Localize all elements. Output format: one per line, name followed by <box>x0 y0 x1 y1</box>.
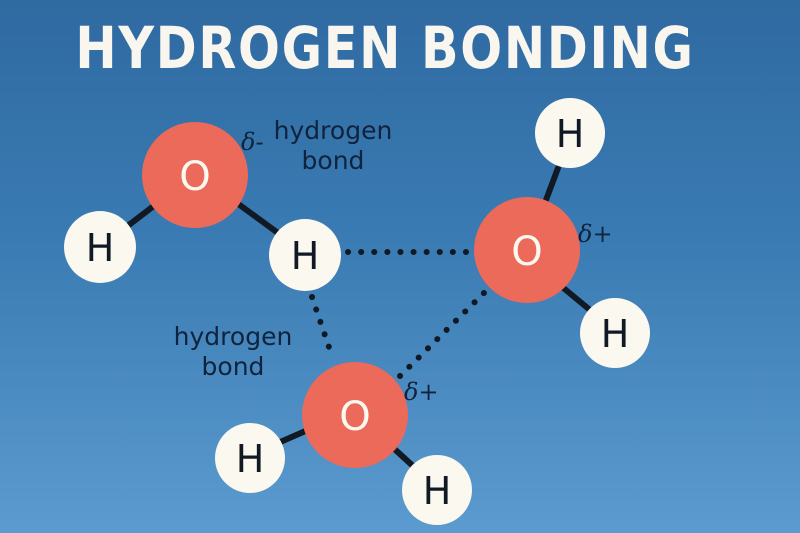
label-line: hydrogen <box>273 116 393 145</box>
svg-text:O: O <box>339 394 370 440</box>
hydrogen-atom <box>580 298 650 368</box>
partial-charge-positive: δ+ <box>404 378 439 406</box>
oxygen-atom <box>142 122 248 228</box>
hydrogen-bond-label-left: hydrogen bond <box>168 322 298 382</box>
svg-text:H: H <box>601 312 630 356</box>
hydrogen-bond-3 <box>397 284 493 379</box>
svg-text:H: H <box>423 469 452 513</box>
hydrogen-atom <box>402 455 472 525</box>
water-molecule-2: O H H <box>474 98 650 368</box>
partial-charge-negative: δ- <box>241 128 264 156</box>
svg-text:H: H <box>86 226 115 270</box>
water-molecule-3: O H H <box>215 362 472 525</box>
hydrogen-atom <box>269 219 341 291</box>
hydrogen-atom <box>64 211 136 283</box>
hydrogen-bond-label-top: hydrogen bond <box>268 116 398 176</box>
page-title: HYDROGEN BONDING <box>75 14 695 82</box>
water-molecule-1: O H H <box>64 122 341 291</box>
oxygen-atom <box>302 362 408 468</box>
hydrogen-bond-2 <box>309 294 335 359</box>
hydrogen-atom <box>215 423 285 493</box>
oxygen-atom <box>474 197 580 303</box>
label-line: bond <box>301 146 365 175</box>
hydrogen-bond-lines <box>309 249 493 379</box>
label-line: hydrogen <box>173 322 293 351</box>
hydrogen-atom <box>535 98 605 168</box>
svg-text:H: H <box>236 437 265 481</box>
svg-text:H: H <box>556 112 585 156</box>
partial-charge-positive: δ+ <box>578 220 613 248</box>
svg-text:O: O <box>511 229 542 275</box>
svg-text:O: O <box>179 154 210 200</box>
svg-text:H: H <box>291 234 320 278</box>
label-line: bond <box>201 352 265 381</box>
